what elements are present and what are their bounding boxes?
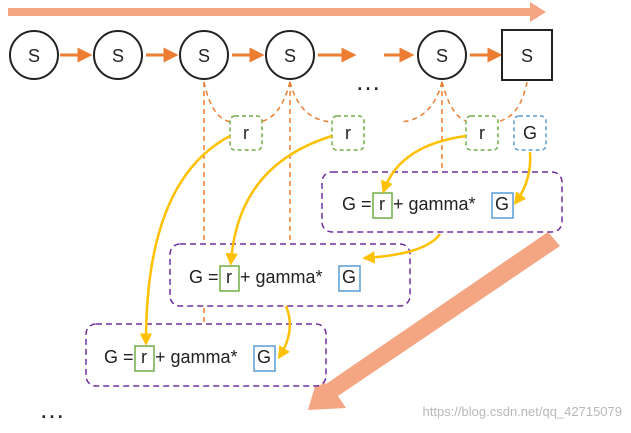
state-node-4: S — [265, 30, 315, 80]
state-node-1-label: S — [28, 46, 40, 66]
state-node-5: S — [417, 30, 467, 80]
reward-box-3-label: r — [479, 123, 485, 143]
ellipsis-bottom: … — [39, 394, 65, 424]
formula-3-mid: + gamma* — [155, 347, 238, 367]
formula-2-r: r — [226, 267, 232, 287]
curve-r2-to-formula2 — [225, 134, 333, 266]
formula-2-g: G — [342, 267, 356, 287]
curve-G-to-formula1 — [513, 151, 532, 206]
formula-1-lhs: G = — [342, 194, 372, 214]
state-node-4-label: S — [284, 46, 296, 66]
formula-2-lhs: G = — [189, 267, 219, 287]
state-node-2: S — [93, 30, 143, 80]
formula-1-mid: + gamma* — [393, 194, 476, 214]
reward-box-2: r — [331, 115, 365, 151]
state-node-3-label: S — [198, 46, 210, 66]
terminal-state-label: S — [521, 46, 533, 66]
curve-r3-to-formula1 — [381, 134, 467, 194]
curve-formula1-to-formula2 — [362, 233, 442, 264]
reward-box-3: r — [465, 115, 499, 151]
reward-box-2-label: r — [345, 123, 351, 143]
return-box-terminal: G — [513, 115, 547, 151]
ellipsis-top: … — [355, 66, 381, 96]
return-box-terminal-label: G — [523, 123, 537, 143]
state-node-5-label: S — [436, 46, 448, 66]
formula-1-g: G — [495, 194, 509, 214]
flow-curves — [139, 134, 532, 360]
formula-1-r: r — [379, 194, 385, 214]
curve-r1-to-formula3 — [139, 134, 231, 346]
formula-box-2: G = r + gamma* G — [169, 243, 411, 307]
backprop-diagonal-arrow — [308, 232, 560, 410]
state-node-3: S — [179, 30, 229, 80]
curve-formula2-to-formula3 — [278, 305, 292, 360]
reward-box-1: r — [229, 115, 263, 151]
state-node-2-label: S — [112, 46, 124, 66]
formula-3-g: G — [257, 347, 271, 367]
formula-3-lhs: G = — [104, 347, 134, 367]
formula-3-r: r — [141, 347, 147, 367]
reward-connectors — [203, 81, 528, 326]
watermark: https://blog.csdn.net/qq_42715079 — [423, 404, 623, 419]
state-node-1: S — [9, 30, 59, 80]
terminal-state-node: S — [501, 29, 553, 81]
reward-box-1-label: r — [243, 123, 249, 143]
time-arrow — [8, 2, 546, 22]
formula-2-mid: + gamma* — [240, 267, 323, 287]
